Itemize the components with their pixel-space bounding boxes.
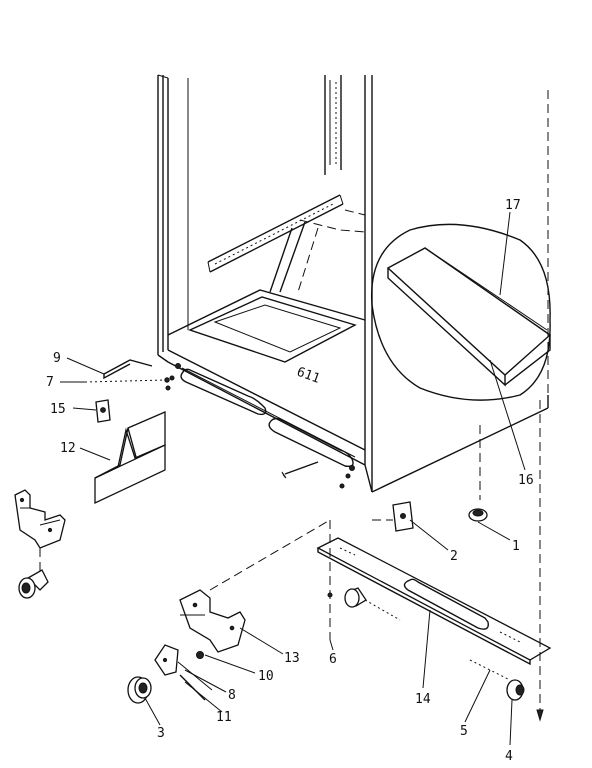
callouts: 1 2 3 4 5 6 7 8 9 10 11 12 13 14 15 16 1… [46, 198, 534, 764]
part-12-grille [94, 411, 166, 505]
callout-15: 15 [50, 402, 66, 417]
detail-bubble [370, 223, 552, 401]
callout-8: 8 [228, 688, 236, 703]
callout-5: 5 [460, 724, 468, 739]
cabinet-stamp: 611 [295, 365, 322, 387]
callout-10: 10 [258, 669, 274, 684]
part-10-washer [196, 651, 204, 659]
callout-7: 7 [46, 375, 54, 390]
part-9-bracket [103, 359, 153, 380]
part-8-hinge-pin [154, 644, 213, 691]
part-13-bracket [179, 519, 331, 653]
part-4-roller [506, 400, 544, 722]
part-15-bracket [95, 399, 111, 423]
callout-1: 1 [512, 539, 520, 554]
left-hinge-bracket [14, 489, 66, 575]
callout-6: 6 [329, 652, 337, 667]
callout-4: 4 [505, 749, 513, 764]
roller-axle [344, 587, 401, 621]
leader-lines [60, 211, 526, 746]
callout-11: 11 [216, 710, 232, 725]
left-caster [18, 569, 49, 599]
callout-16: 16 [518, 473, 534, 488]
callout-2: 2 [450, 549, 458, 564]
part-2-bracket [372, 501, 414, 532]
callout-12: 12 [60, 441, 76, 456]
part-6-screw [327, 520, 333, 640]
part-7-screw [84, 377, 170, 383]
part-3-caster [127, 676, 152, 704]
callout-14: 14 [415, 692, 431, 707]
part-14-base-plate [316, 537, 552, 666]
part-1-leg [468, 508, 511, 541]
callout-9: 9 [53, 351, 61, 366]
callout-13: 13 [284, 651, 300, 666]
callout-3: 3 [157, 726, 165, 741]
cabinet: 611 [157, 74, 549, 500]
callout-17: 17 [505, 198, 521, 213]
